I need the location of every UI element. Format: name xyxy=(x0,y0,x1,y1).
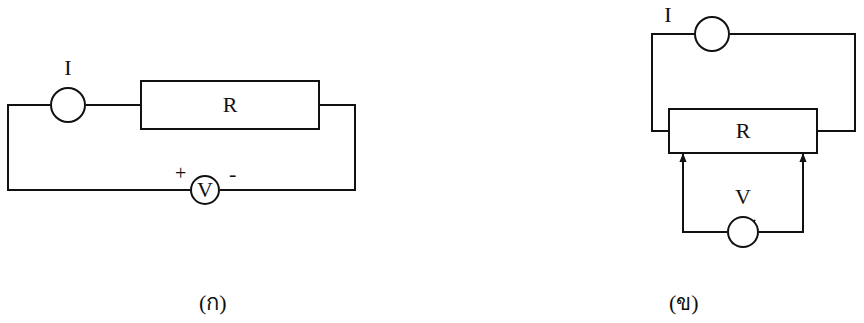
meter-circle: V xyxy=(190,175,220,205)
meter-label: V xyxy=(197,179,213,201)
meter-label: I xyxy=(64,57,71,79)
circle-outline xyxy=(694,16,730,52)
wire xyxy=(759,154,803,232)
wire xyxy=(683,154,727,232)
wire xyxy=(86,104,140,106)
figure-label: (ข) xyxy=(668,292,700,314)
meter-label: V xyxy=(735,186,751,208)
circle-outline xyxy=(727,216,759,248)
figure-label: (ก) xyxy=(198,292,228,314)
polarity-sign: + xyxy=(174,163,187,183)
component-label: R xyxy=(736,120,751,142)
resistor-box: R xyxy=(668,108,818,154)
meter-circle: I xyxy=(50,87,86,123)
meter-circle: V xyxy=(727,216,759,248)
resistor-box: R xyxy=(140,80,320,130)
meter-circle: I xyxy=(694,16,730,52)
component-label: R xyxy=(223,94,238,116)
circle-outline xyxy=(50,87,86,123)
meter-label: I xyxy=(664,4,671,26)
polarity-sign: - xyxy=(228,163,237,185)
